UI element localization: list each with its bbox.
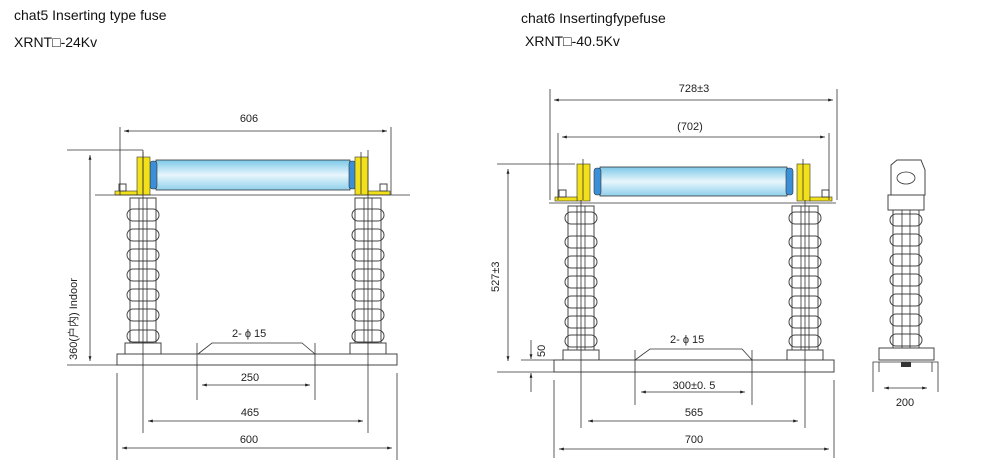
dim-700: 700: [685, 434, 703, 446]
right-bracket-foot: [809, 196, 833, 202]
left-fuse-cap: [149, 160, 158, 190]
dim-565: 565: [685, 407, 703, 419]
right-fuse-tube: [599, 166, 788, 197]
side-view-insulator-shed: [889, 333, 923, 347]
left-terminal-nut: [118, 183, 127, 192]
right-fuse-cap: [593, 167, 602, 196]
left-bracket-foot: [114, 190, 138, 196]
dim-300: 300±0. 5: [673, 380, 716, 392]
dim-holes-left: 2- ϕ 15: [232, 328, 266, 340]
side-view-insulator-shed: [889, 213, 923, 227]
left-bracket-foot: [367, 190, 391, 196]
right-terminal-nut: [821, 189, 830, 198]
left-figure-title: chat5 Inserting type fuse: [14, 7, 167, 23]
dim-465: 465: [241, 407, 259, 419]
side-view-insulator-shed: [889, 313, 923, 327]
side-view-insulator-shed: [889, 273, 923, 287]
right-mount-outline: [634, 348, 753, 361]
dim-728: 728±3: [679, 83, 710, 95]
dim-600: 600: [240, 434, 258, 446]
dim-527: 527±3: [490, 261, 502, 292]
right-figure-title: chat6 Insertingfypefuse: [521, 10, 666, 26]
left-contact-bracket: [354, 156, 369, 196]
right-contact-bracket: [796, 163, 811, 202]
side-view-insulator-shed: [889, 253, 923, 267]
dim-50: 50: [536, 345, 548, 357]
left-mount-outline: [197, 342, 316, 355]
side-view-pedestal: [878, 347, 935, 361]
side-view-insulator-shed: [889, 233, 923, 247]
left-terminal-nut: [379, 183, 388, 192]
side-view-insulator-shed: [889, 293, 923, 307]
dim-702: (702): [677, 121, 703, 133]
side-view-contact-clip: [896, 171, 916, 185]
left-fuse-tube: [155, 159, 351, 191]
right-terminal-nut: [558, 189, 567, 198]
left-base-plate: [116, 353, 398, 366]
dim-holes-right: 2- ϕ 15: [670, 334, 704, 346]
dim-606: 606: [240, 113, 258, 125]
left-contact-bracket: [136, 156, 151, 196]
side-view-bolt: [901, 362, 911, 367]
side-view-contact-head: [890, 159, 926, 196]
dim-250: 250: [241, 372, 259, 384]
dim-360-indoor: 360(户内) Indoor: [66, 278, 80, 360]
right-fuse-cap: [785, 167, 794, 196]
right-contact-bracket: [576, 163, 591, 202]
left-figure-model: XRNT□-24Kv: [14, 34, 98, 50]
right-figure-model: XRNT□-40.5Kv: [525, 33, 620, 49]
dim-200: 200: [896, 397, 914, 409]
side-view-insulator-cap: [887, 194, 925, 211]
right-base-plate: [553, 359, 835, 373]
side-view-insulator-body: [892, 209, 920, 351]
